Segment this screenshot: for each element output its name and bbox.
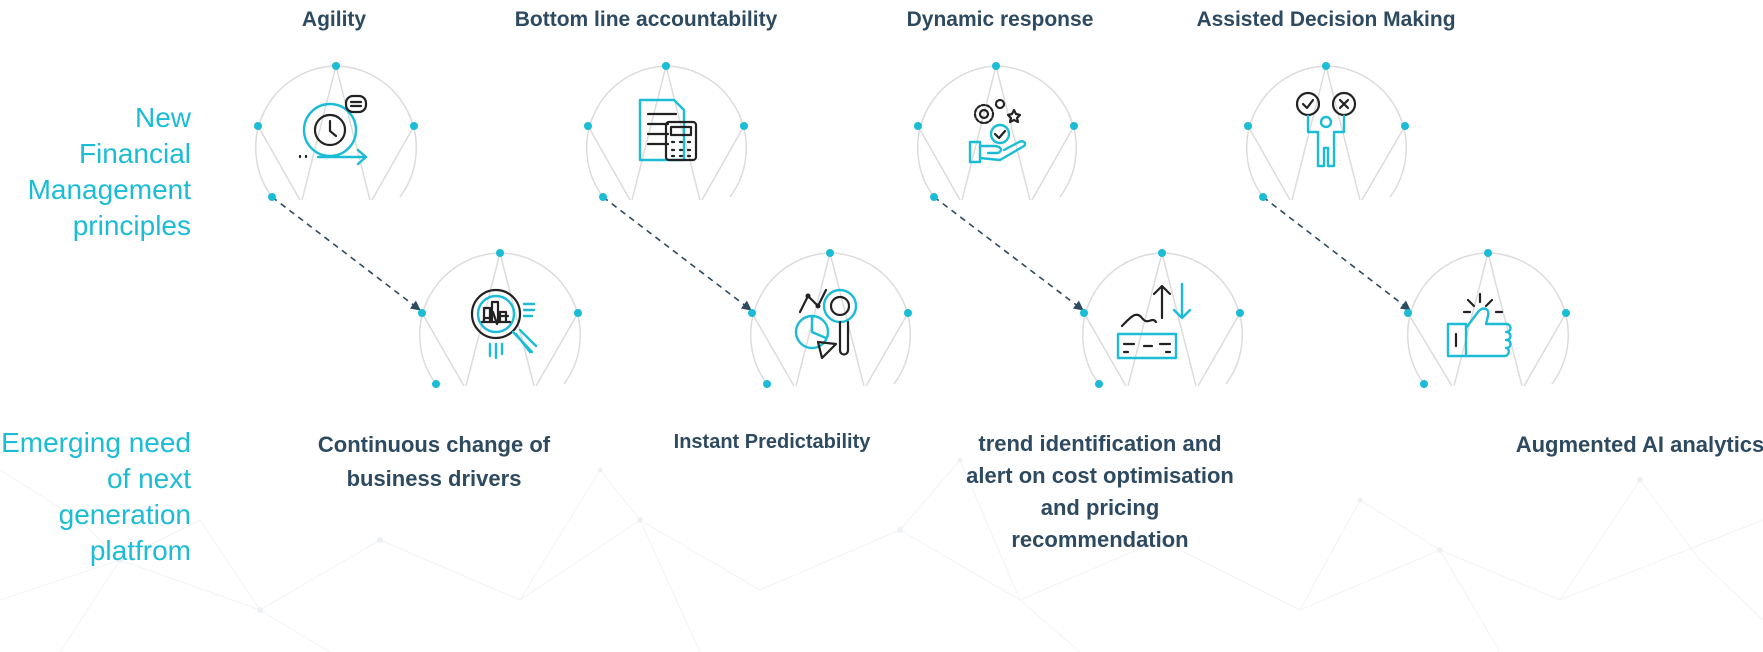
connector-arrow	[933, 196, 1084, 311]
row-label-emerging-needs: Emerging need of next generation platfro…	[1, 427, 191, 566]
stopwatch-arrow-icon	[298, 94, 368, 166]
connector-arrow	[271, 196, 421, 311]
need-unit-augmented-ai	[1404, 249, 1570, 388]
need-unit-trend-identification	[1080, 249, 1244, 388]
principle-unit-agility	[254, 62, 418, 201]
principle-title-bottom-line: Bottom line accountability	[514, 8, 778, 31]
pie-chart-magnifier-icon	[794, 288, 858, 360]
connector-arrow	[1262, 196, 1411, 311]
calculator-document-icon	[638, 98, 698, 162]
need-unit-continuous-change	[418, 249, 582, 388]
need-title-trend-identification: trend identification and alert on cost o…	[966, 431, 1234, 552]
connector-arrow	[602, 196, 752, 311]
thumbs-up-icon	[1446, 292, 1512, 358]
need-title-augmented-ai: Augmented AI analytics	[1515, 432, 1763, 457]
principle-title-agility: Agility	[301, 8, 367, 31]
row-label-principles: New Financial Management principles	[27, 102, 191, 241]
magnifier-chart-icon	[470, 288, 538, 360]
principle-unit-dynamic-response	[914, 62, 1078, 201]
gears-hand-icon	[968, 98, 1027, 164]
principle-unit-bottom-line	[584, 62, 748, 201]
need-unit-instant-predictability	[748, 249, 912, 388]
need-title-continuous-change: Continuous change of business drivers	[317, 432, 551, 491]
principle-title-assisted-decision: Assisted Decision Making	[1196, 8, 1456, 31]
need-title-instant-predictability: Instant Predictability	[673, 431, 871, 453]
person-check-cross-icon	[1295, 91, 1357, 168]
principle-title-dynamic-response: Dynamic response	[906, 8, 1094, 31]
principle-unit-assisted-decision	[1244, 62, 1409, 201]
vr-trend-arrows-icon	[1116, 282, 1192, 360]
